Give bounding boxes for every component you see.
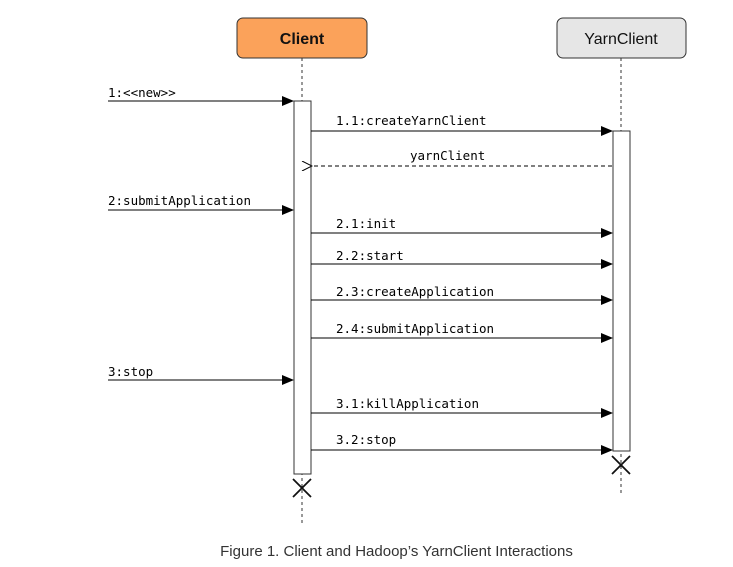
message-label: 2.3:createApplication <box>336 284 494 299</box>
participant-client: Client <box>236 17 368 59</box>
message-label: 2.2:start <box>336 248 404 263</box>
message-label: 2.1:init <box>336 216 396 231</box>
figure-caption: Figure 1. Client and Hadoop’s YarnClient… <box>220 543 573 560</box>
message-label: 3.2:stop <box>336 432 396 447</box>
message-2-submit-application: 2:submitApplication <box>108 193 294 215</box>
destroy-marker-client <box>292 478 312 498</box>
message-label: 3.1:killApplication <box>336 396 479 411</box>
activation-yarnclient <box>612 130 631 452</box>
message-2-2-start: 2.2:start <box>311 248 613 269</box>
participant-yarnclient: YarnClient <box>556 17 687 59</box>
message-return-yarn-client: yarnClient <box>312 148 612 166</box>
message-3-stop: 3:stop <box>108 364 294 385</box>
participant-client-label: Client <box>280 31 325 48</box>
message-1-1-create-yarn-client: 1.1:createYarnClient <box>311 113 613 136</box>
message-1-new: 1:<<new>> <box>108 85 294 106</box>
participant-yarnclient-label: YarnClient <box>584 31 658 48</box>
message-2-3-create-application: 2.3:createApplication <box>311 284 613 305</box>
message-label: yarnClient <box>410 148 485 163</box>
message-label: 2:submitApplication <box>108 193 251 208</box>
message-label: 1:<<new>> <box>108 85 176 100</box>
message-label: 1.1:createYarnClient <box>336 113 487 128</box>
message-2-1-init: 2.1:init <box>311 216 613 238</box>
activation-client <box>293 100 312 475</box>
message-2-4-submit-application: 2.4:submitApplication <box>311 321 613 343</box>
message-3-2-stop: 3.2:stop <box>311 432 613 455</box>
message-label: 3:stop <box>108 364 153 379</box>
message-label: 2.4:submitApplication <box>336 321 494 336</box>
destroy-marker-yarnclient <box>611 455 631 475</box>
message-3-1-kill-application: 3.1:killApplication <box>311 396 613 418</box>
